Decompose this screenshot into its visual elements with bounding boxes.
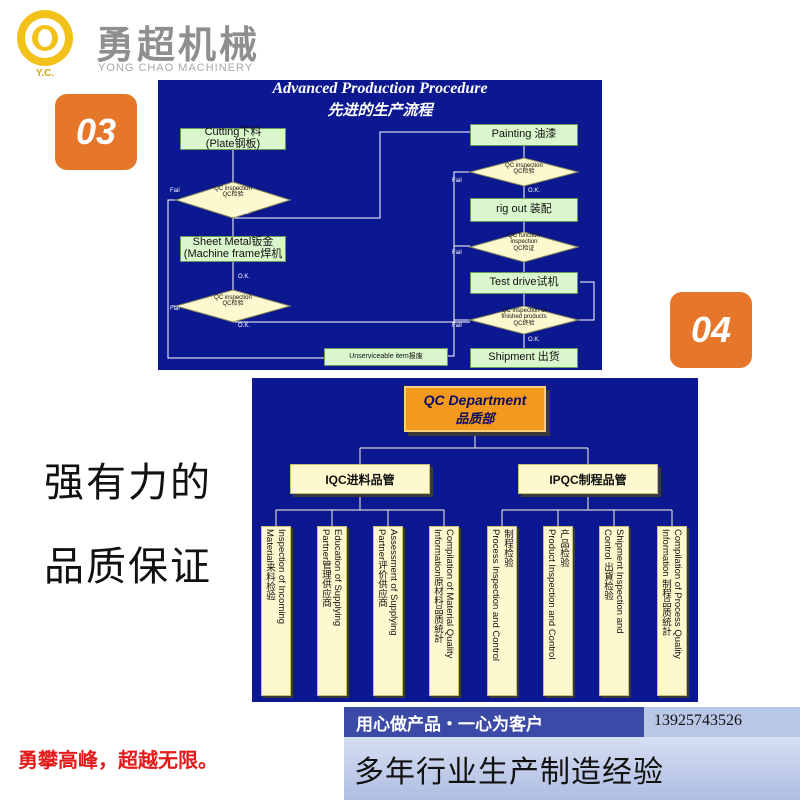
qc-leaf-supplier-assessment: Assessment of Supplying Partner评价供应商	[373, 526, 403, 696]
qc-leaf-product-inspection: 产品检验 Product Inspection and Control	[543, 526, 573, 696]
qc-department-head: QC Department 品质部	[404, 386, 546, 432]
company-logo: Y.C.	[17, 10, 73, 78]
test-drive-step: Test drive试机	[470, 272, 578, 294]
sheet-metal-step: Sheet Metal钣金 (Machine frame焊机	[180, 236, 286, 262]
unserviceable-item: Unserviceable item报废	[324, 348, 448, 366]
ipqc-box: IPQC制程品管	[518, 464, 658, 494]
painting-step: Painting 油漆	[470, 124, 578, 146]
logo-text: Y.C.	[36, 68, 55, 78]
procedure-title-cn: 先进的生产流程	[327, 101, 433, 119]
qc-department-panel: QC Department 品质部 IQC进料品管 IPQC制程品管 Inspe…	[252, 378, 698, 702]
rig-out-step: rig out 装配	[470, 198, 578, 222]
brand-name-cn: 勇超机械	[96, 23, 261, 67]
ok-label: O.K.	[238, 323, 251, 329]
ok-label: O.K.	[238, 210, 251, 216]
side-text-line2: 品质保证	[44, 544, 212, 590]
brand-name-en: YONG CHAO MACHINERY	[98, 62, 254, 74]
production-procedure-panel: Advanced Production Procedure 先进的生产流程	[158, 80, 602, 370]
side-text-line1: 强有力的	[44, 460, 212, 506]
banner-tagline: 用心做产品・一心为客户	[344, 707, 644, 737]
procedure-title-en: Advanced Production Procedure	[272, 80, 488, 97]
qc-leaf-process-inspection: 制程检验 Process Inspection and Control	[487, 526, 517, 696]
section-badge-03: 03	[55, 94, 137, 170]
section-badge-04: 04	[670, 292, 752, 368]
qc-leaf-incoming-inspection: Inspection of Incoming Material来料检验	[261, 526, 291, 696]
cutting-step: Cutting下料 (Plate钢板)	[180, 127, 286, 150]
phone-number: 13925743526	[654, 712, 742, 729]
fail-label: Fail	[452, 250, 462, 256]
slogan: 勇攀高峰，超越无限。	[18, 748, 218, 772]
ok-label: O.K.	[528, 188, 541, 194]
ok-label: O.K.	[238, 274, 251, 280]
fail-label: Fail	[452, 323, 462, 329]
iqc-box: IQC进料品管	[290, 464, 430, 494]
ok-label: O.K.	[528, 337, 541, 343]
qc-leaf-shipment-inspection: Shipment Inspection and Control 出貨检验	[599, 526, 629, 696]
fail-label: Fail	[170, 188, 180, 194]
qc-org-lines	[275, 434, 673, 526]
banner-experience: 多年行业生产制造经验	[344, 737, 800, 800]
shipment-step: Shipment 出货	[470, 348, 578, 368]
procedure-flow-lines	[167, 131, 595, 359]
qc-leaf-material-quality: Compilation of Material Quality Informat…	[429, 526, 459, 696]
qc-leaf-supplier-education: Education of Supplying Partner管理供应商	[317, 526, 347, 696]
qc-leaf-process-quality: Compilation of Process Quality Informati…	[657, 526, 687, 696]
fail-label: Fail	[452, 178, 462, 184]
contact-banner: 用心做产品・一心为客户 13925743526 多年行业生产制造经验	[344, 707, 800, 800]
fail-label: Fail	[170, 306, 180, 312]
